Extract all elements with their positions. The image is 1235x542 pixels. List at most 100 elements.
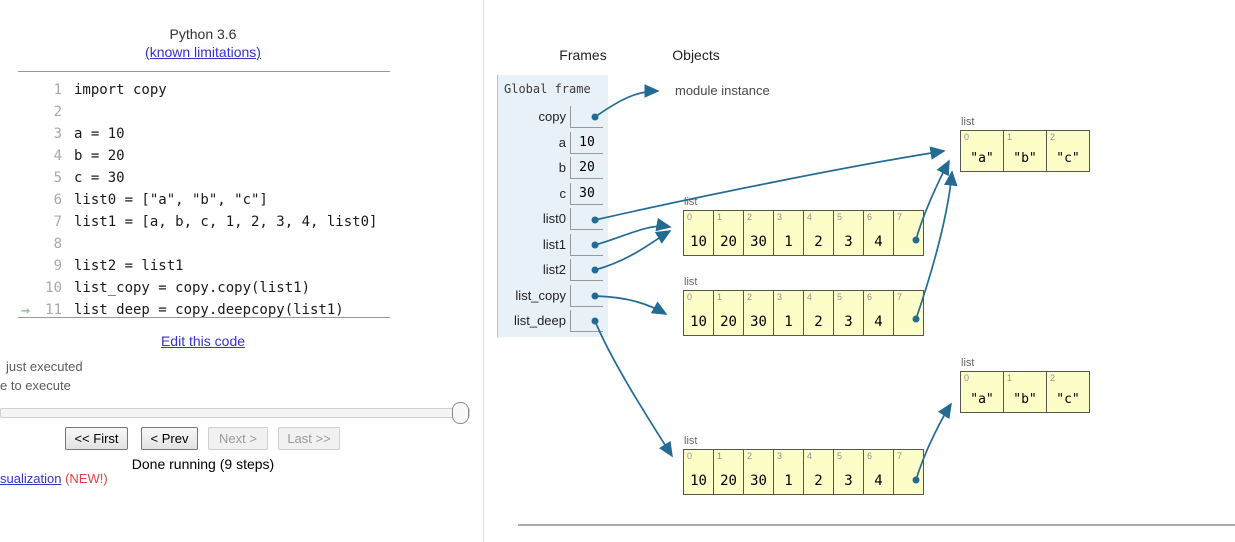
execution-step-slider-thumb[interactable] — [452, 402, 469, 424]
line-number: 8 — [53, 236, 62, 252]
line-number: 7 — [53, 214, 62, 230]
current-line-arrow-icon: → — [20, 301, 30, 319]
run-status-text: Done running (9 steps) — [131, 456, 275, 472]
heap-cell-index: 7 — [897, 451, 903, 461]
gutter-spacer — [0, 189, 30, 211]
code-text: list1 = [a, b, c, 1, 2, 3, 4, list0] — [74, 214, 378, 230]
heap-value-cell: 1"b" — [1003, 371, 1047, 413]
code-text: list_copy = copy.copy(list1) — [74, 280, 311, 296]
line-number: 11 — [45, 302, 62, 318]
frame-pointer-cell — [570, 106, 603, 128]
heap-cell-value: 1 — [784, 234, 793, 250]
legend-just-executed: just executed — [6, 359, 83, 374]
heap-cell-index: 0 — [687, 292, 693, 302]
first-step-button[interactable]: << First — [65, 427, 128, 450]
gutter-spacer — [0, 167, 30, 189]
code-text: list0 = ["a", "b", "c"] — [74, 192, 268, 208]
heap-cell-index: 6 — [867, 212, 873, 222]
prev-step-button[interactable]: < Prev — [141, 427, 198, 450]
heap-cell-index: 5 — [837, 212, 843, 222]
line-number: 1 — [53, 82, 62, 98]
heap-cell-value: "c" — [1056, 151, 1080, 166]
heap-cell-value: 3 — [844, 314, 853, 330]
new-flag: (NEW!) — [65, 471, 108, 486]
code-text: import copy — [74, 82, 167, 98]
code-text: list2 = list1 — [74, 258, 184, 274]
last-step-button[interactable]: Last >> — [278, 427, 340, 450]
arrow-listdeep-to-list — [594, 320, 673, 458]
heap-cell-value: 4 — [874, 234, 883, 250]
edit-code-link[interactable]: Edit this code — [160, 333, 246, 349]
known-limitations-link-wrap: (known limitations) — [0, 44, 406, 60]
code-top-divider — [18, 71, 390, 72]
global-frame-title: Global frame — [504, 82, 591, 96]
frame-value-cell: 20 — [570, 157, 603, 179]
heap-cell-index: 3 — [777, 451, 783, 461]
code-line: 8 — [0, 233, 470, 255]
heap-cell-value: 10 — [690, 314, 707, 330]
frame-variable-name: list0 — [542, 211, 566, 226]
heap-list-type-label: list — [684, 276, 698, 288]
heap-value-cell: 0"a" — [960, 371, 1004, 413]
gutter-spacer — [0, 233, 30, 255]
line-number: 2 — [53, 104, 62, 120]
heap-cell-index: 2 — [1050, 132, 1056, 142]
visualization-link[interactable]: sualization — [0, 471, 62, 486]
heap-cell-value: "a" — [970, 151, 994, 166]
heap-list-type-label: list — [684, 435, 698, 447]
heap-cell-index: 1 — [717, 451, 723, 461]
pane-divider[interactable] — [483, 0, 484, 542]
frame-variable-name: c — [559, 185, 567, 201]
frame-variable-row: list1 — [498, 233, 608, 256]
heap-cell-value: 4 — [874, 473, 883, 489]
heap-value-cell: 0"a" — [960, 130, 1004, 172]
heap-cell-index: 4 — [807, 451, 813, 461]
code-line: 2 — [0, 101, 470, 123]
heap-cell-value: 30 — [750, 314, 767, 330]
heap-cell-index: 4 — [807, 292, 813, 302]
code-text: a = 10 — [74, 126, 125, 142]
heap-cell-value: 1 — [784, 473, 793, 489]
module-instance-label: module instance — [675, 83, 770, 98]
visualization-link-wrap: sualization (NEW!) — [0, 471, 108, 486]
heap-pointer-cell: 7 — [893, 290, 924, 336]
heap-cell-index: 0 — [964, 132, 970, 142]
legend-next-to-execute: e to execute — [0, 378, 71, 393]
heap-cell-value: 30 — [750, 234, 767, 250]
heap-cell-index: 7 — [897, 212, 903, 222]
heap-cell-index: 6 — [867, 292, 873, 302]
gutter-spacer — [0, 79, 30, 101]
known-limitations-link[interactable]: (known limitations) — [145, 44, 261, 60]
code-text: list_deep = copy.deepcopy(list1) — [74, 302, 344, 318]
next-step-button[interactable]: Next > — [208, 427, 268, 450]
execution-step-slider[interactable] — [0, 408, 470, 418]
frame-variable-name: copy — [538, 109, 566, 124]
heap-list-type-label: list — [961, 116, 975, 128]
gutter-spacer — [0, 145, 30, 167]
heap-pointer-cell: 7 — [893, 449, 924, 495]
heap-list-cells: 0"a"1"b"2"c" — [960, 371, 1090, 413]
heap-cell-index: 5 — [837, 451, 843, 461]
frame-variable-name: list_deep — [513, 313, 566, 328]
heap-cell-index: 2 — [747, 451, 753, 461]
